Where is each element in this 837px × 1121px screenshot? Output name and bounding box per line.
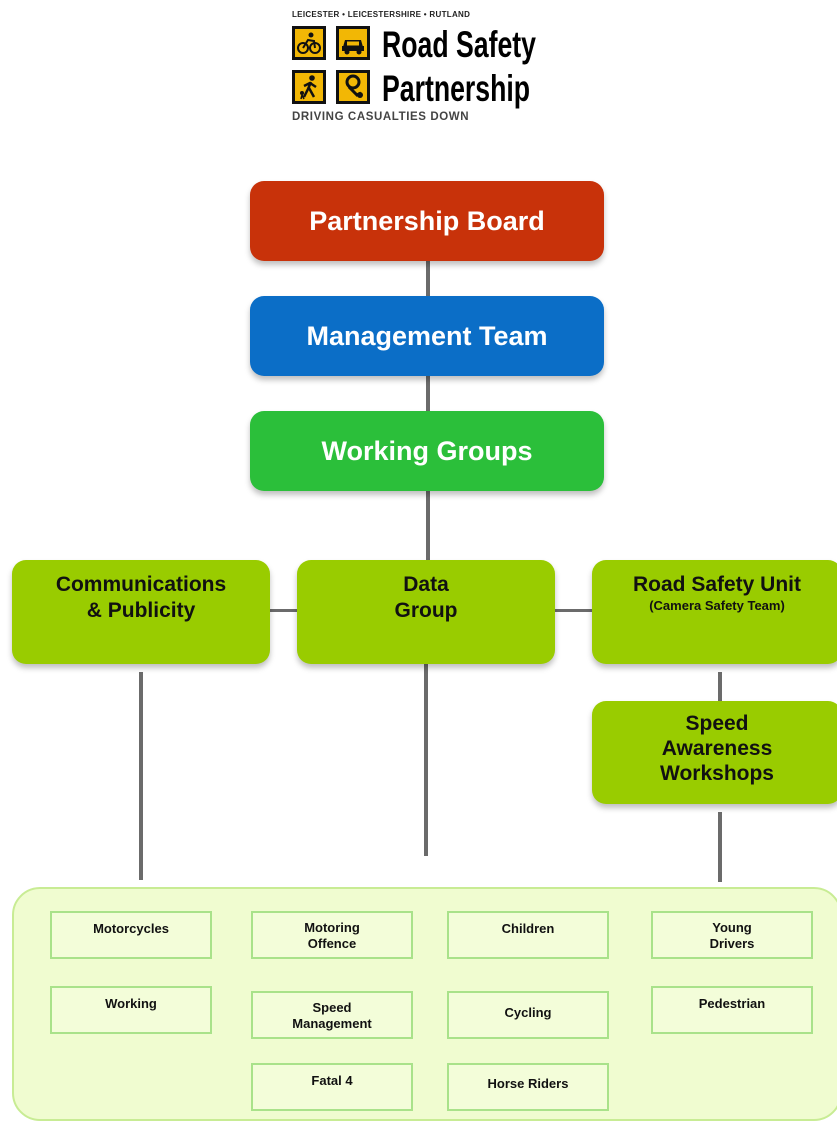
group-working-label: Working xyxy=(105,996,157,1011)
group-fatal4-label: Fatal 4 xyxy=(311,1073,353,1088)
connector-rsu-speed xyxy=(718,672,722,701)
management-team-box: Management Team xyxy=(250,296,604,376)
logo-title-line1: Road Safety xyxy=(382,24,536,65)
speed-awareness-line3: Workshops xyxy=(660,762,774,786)
group-horse-riders-label: Horse Riders xyxy=(487,1076,569,1091)
connector-working-data xyxy=(426,491,430,560)
logo-tagline: DRIVING CASUALTIES DOWN xyxy=(292,111,470,123)
pedestrian-icon xyxy=(292,70,326,104)
data-group-box: Data Group xyxy=(297,560,555,664)
connector-board-management xyxy=(426,261,430,296)
road-safety-unit-box: Road Safety Unit (Camera Safety Team) xyxy=(592,560,837,664)
speed-awareness-box: Speed Awareness Workshops xyxy=(592,701,837,804)
communications-publicity-box: Communications & Publicity xyxy=(12,560,270,664)
motorcyclist-icon xyxy=(336,70,370,104)
connector-management-working xyxy=(426,376,430,411)
partnership-board-box: Partnership Board xyxy=(250,181,604,261)
comms-line1: Communications xyxy=(55,573,227,596)
group-motoring-offence-line2: Offence xyxy=(307,935,357,951)
connector-speed-panel xyxy=(718,812,722,882)
car-icon xyxy=(336,26,370,60)
group-speed-management-line1: Speed xyxy=(312,1000,352,1015)
group-speed-management-line2: Management xyxy=(292,1015,372,1031)
data-group-line1: Data xyxy=(403,573,449,596)
group-motorcycles: Motorcycles xyxy=(50,911,212,959)
rsu-line2: (Camera Safety Team) xyxy=(649,598,785,614)
working-groups-label: Working Groups xyxy=(321,435,533,466)
connector-data-rsu xyxy=(555,609,592,612)
speed-awareness-line1: Speed xyxy=(685,712,749,735)
connector-comms-panel xyxy=(139,672,143,880)
group-cycling-label: Cycling xyxy=(504,1005,552,1020)
group-children-label: Children xyxy=(501,921,555,936)
group-motorcycles-label: Motorcycles xyxy=(93,921,169,936)
logo-region-text: LEICESTER • LEICESTERSHIRE • RUTLAND xyxy=(292,10,471,19)
working-groups-panel: Motorcycles Working Motoring Offence Spe… xyxy=(12,887,837,1121)
group-horse-riders: Horse Riders xyxy=(447,1063,609,1111)
data-group-line2: Group xyxy=(394,599,458,623)
group-young-drivers: Young Drivers xyxy=(651,911,813,959)
cyclist-icon xyxy=(292,26,326,60)
partnership-board-label: Partnership Board xyxy=(309,205,545,236)
group-children: Children xyxy=(447,911,609,959)
group-young-drivers-line1: Young xyxy=(712,920,752,935)
group-working: Working xyxy=(50,986,212,1034)
connector-comms-data xyxy=(270,609,297,612)
connector-data-panel xyxy=(424,664,428,856)
group-motoring-offence-line1: Motoring xyxy=(304,920,360,935)
speed-awareness-line2: Awareness xyxy=(661,737,773,761)
rsu-line1: Road Safety Unit xyxy=(632,573,802,596)
group-speed-management: Speed Management xyxy=(251,991,413,1039)
comms-line2: & Publicity xyxy=(86,599,196,623)
management-team-label: Management Team xyxy=(306,320,548,351)
group-pedestrian-label: Pedestrian xyxy=(698,996,766,1011)
group-young-drivers-line2: Drivers xyxy=(709,935,755,951)
logo-title-line2: Partnership xyxy=(382,68,531,109)
working-groups-box: Working Groups xyxy=(250,411,604,491)
group-fatal4: Fatal 4 xyxy=(251,1063,413,1111)
group-pedestrian: Pedestrian xyxy=(651,986,813,1034)
group-motoring-offence: Motoring Offence xyxy=(251,911,413,959)
logo: LEICESTER • LEICESTERSHIRE • RUTLAND Roa… xyxy=(290,8,570,126)
group-cycling: Cycling xyxy=(447,991,609,1039)
